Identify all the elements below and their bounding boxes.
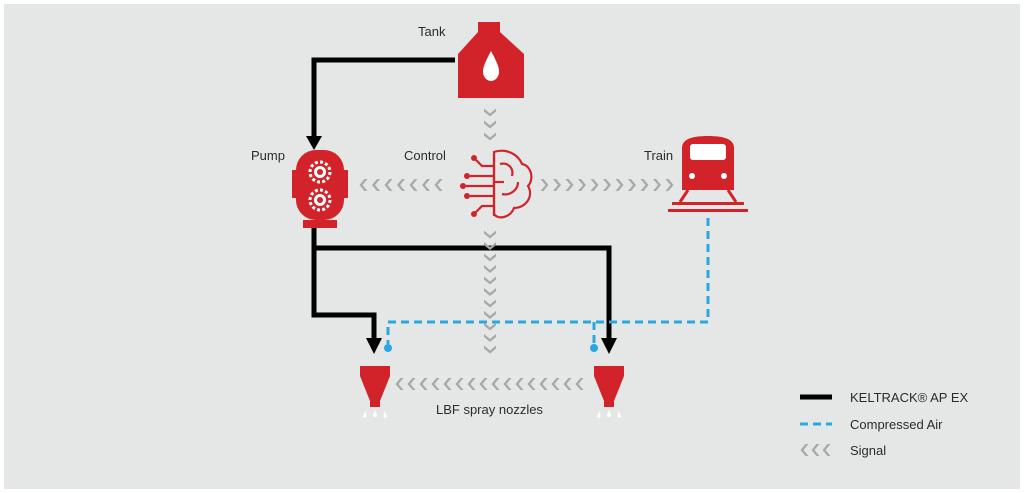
air-connector-right <box>590 344 598 352</box>
signal-chevron <box>628 179 636 191</box>
signal-tank-to-control <box>484 108 496 141</box>
signal-chevron <box>409 179 418 191</box>
spray-nozzle-icon <box>360 366 390 418</box>
signal-chevron <box>800 444 809 456</box>
signal-chevron <box>553 179 561 191</box>
nozzles-label: LBF spray nozzles <box>436 402 543 417</box>
system-diagram: Tank Pump Control Train LBF spray nozzle… <box>251 22 969 458</box>
signal-chevron <box>539 378 548 390</box>
signal-chevron <box>578 179 586 191</box>
signal-chevron <box>484 345 496 354</box>
tank-to-pump-line <box>311 57 455 142</box>
signal-chevron <box>563 378 572 390</box>
keltrack-arrowheads <box>306 136 617 354</box>
train-label: Train <box>644 148 673 163</box>
spray-nozzle-icon <box>594 366 624 418</box>
signal-chevron <box>590 179 599 191</box>
signal-chevron <box>640 179 649 191</box>
signal-chevron <box>384 179 393 191</box>
compressed-air-line <box>386 218 710 344</box>
signal-chevron <box>484 311 496 319</box>
signal-control-to-train <box>540 179 674 191</box>
signal-between-nozzles <box>395 378 584 390</box>
control-circuit-nodes <box>460 155 477 217</box>
signal-chevron <box>665 179 674 191</box>
pump-to-right-nozzle-line <box>314 245 612 342</box>
legend-signal-label: Signal <box>850 443 886 458</box>
legend-air-label: Compressed Air <box>850 417 943 432</box>
signal-chevron <box>484 230 496 239</box>
signal-chevron <box>484 253 496 262</box>
signal-chevron <box>431 378 440 390</box>
signal-chevron <box>419 378 428 390</box>
signal-pump-to-control <box>359 179 443 191</box>
signal-chevron <box>540 179 549 191</box>
signal-chevron <box>422 179 430 191</box>
signal-chevron <box>484 132 496 141</box>
signal-chevron <box>479 378 488 390</box>
pump-arrowhead <box>306 136 322 150</box>
signal-chevron <box>603 179 611 191</box>
control-label: Control <box>404 148 446 163</box>
signal-chevron <box>484 334 496 342</box>
right-nozzle-arrowhead <box>601 338 617 354</box>
pump-label: Pump <box>251 148 285 163</box>
signal-chevron <box>575 378 584 390</box>
signal-chevron <box>407 378 416 390</box>
signal-chevron <box>615 179 624 191</box>
legend-signal-swatch <box>800 444 831 456</box>
tank-label: Tank <box>418 24 446 39</box>
signal-chevron <box>484 276 496 285</box>
signal-chevron <box>503 378 512 390</box>
signal-chevron <box>811 444 820 456</box>
signal-chevron <box>484 108 496 117</box>
signal-chevron <box>455 378 464 390</box>
signal-chevron <box>395 378 404 390</box>
signal-chevron <box>443 378 452 390</box>
signal-chevron <box>565 179 574 191</box>
signal-chevron <box>822 444 831 456</box>
diagram-canvas: Tank Pump Control Train LBF spray nozzle… <box>4 4 1020 489</box>
signal-chevron <box>434 179 443 191</box>
signal-chevron <box>484 288 496 296</box>
pump-to-left-nozzle-line <box>311 228 377 342</box>
train-icon <box>668 136 748 212</box>
signal-chevron <box>484 299 496 308</box>
signal-chevron <box>467 378 476 390</box>
legend-keltrack-label: KELTRACK® AP EX <box>850 390 969 405</box>
signal-chevron <box>397 179 405 191</box>
air-connector-left <box>384 344 392 352</box>
keltrack-lines <box>311 57 612 342</box>
signal-chevron <box>551 378 560 390</box>
signal-chevron <box>515 378 524 390</box>
tank-icon <box>458 22 524 98</box>
signal-chevron <box>372 179 380 191</box>
pump-icon <box>292 150 348 228</box>
signal-chevron <box>527 378 536 390</box>
signal-chevron <box>653 179 661 191</box>
control-brain-icon <box>466 149 533 219</box>
signal-chevron <box>484 120 496 129</box>
signal-chevron <box>484 265 496 273</box>
signal-chevron <box>359 179 368 191</box>
signal-chevron <box>484 322 496 331</box>
signal-chevron <box>491 378 500 390</box>
legend: KELTRACK® AP EX Compressed Air Signal <box>800 390 969 458</box>
left-nozzle-arrowhead <box>366 338 382 354</box>
